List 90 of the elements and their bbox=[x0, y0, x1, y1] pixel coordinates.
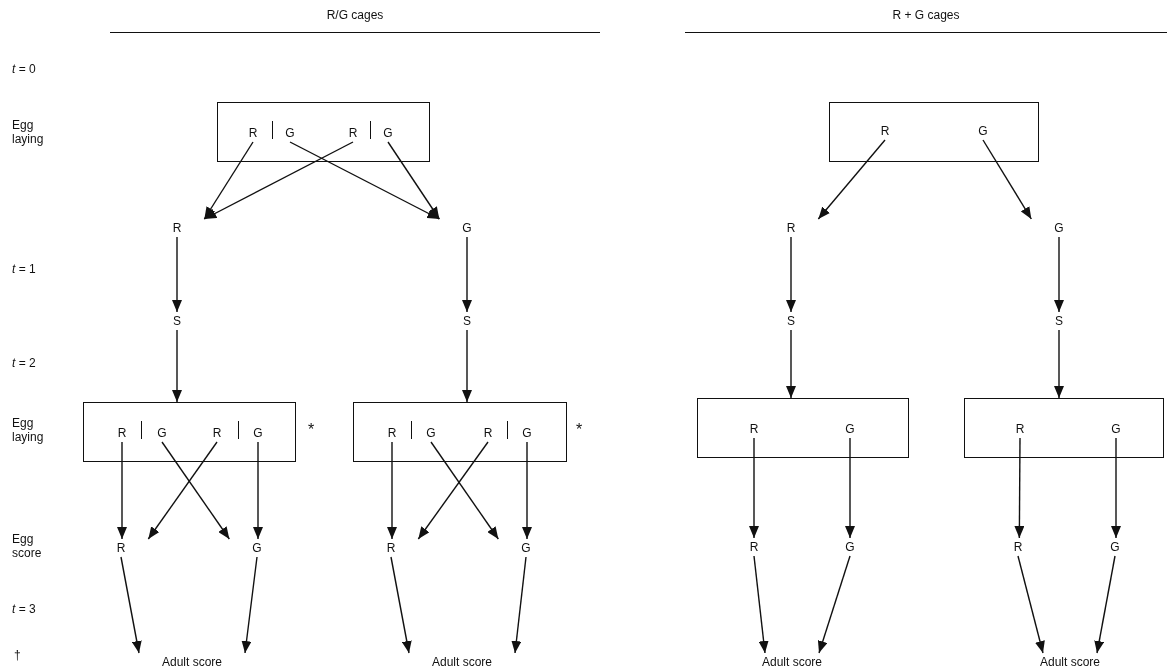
node-label: S bbox=[460, 312, 474, 330]
node-label: G bbox=[1108, 420, 1124, 438]
cage-box bbox=[829, 102, 1039, 162]
arrow bbox=[1014, 437, 1025, 539]
node-label: G bbox=[975, 122, 991, 140]
arrow bbox=[117, 441, 127, 540]
arrow bbox=[511, 556, 527, 654]
node-label: G bbox=[249, 539, 265, 557]
arrow bbox=[203, 141, 254, 220]
arrow bbox=[1094, 555, 1116, 654]
node-label: G bbox=[423, 424, 439, 442]
footnote-mark: * bbox=[306, 421, 316, 439]
node-label: G bbox=[282, 124, 298, 142]
cage-box bbox=[697, 398, 909, 458]
node-label: R bbox=[384, 424, 400, 442]
arrow bbox=[462, 236, 472, 313]
node-label: R bbox=[113, 539, 129, 557]
row-label: t = 0 bbox=[12, 62, 37, 76]
node-label: S bbox=[1052, 312, 1066, 330]
node-label: Adult score bbox=[429, 653, 495, 671]
node-label: R bbox=[877, 122, 893, 140]
node-label: R bbox=[114, 424, 130, 442]
node-label: G bbox=[842, 420, 858, 438]
node-label: R bbox=[746, 538, 762, 556]
row-label: t = 1 bbox=[12, 262, 37, 276]
node-label: Adult score bbox=[159, 653, 225, 671]
node-label: G bbox=[250, 424, 266, 442]
arrow bbox=[462, 329, 472, 403]
arrow bbox=[253, 441, 263, 540]
row-label: t = 2 bbox=[12, 356, 37, 370]
row-label: Egg laying bbox=[12, 416, 45, 444]
arrow bbox=[161, 441, 231, 540]
node-label: Adult score bbox=[1037, 653, 1103, 671]
arrow bbox=[387, 141, 441, 220]
node-label: R bbox=[209, 424, 225, 442]
arrow bbox=[289, 141, 441, 220]
arrow bbox=[786, 236, 796, 313]
row-label: t = 3 bbox=[12, 602, 37, 616]
node-label: R bbox=[245, 124, 261, 142]
node-label: R bbox=[1010, 538, 1026, 556]
node-label: R bbox=[783, 219, 799, 237]
arrow bbox=[172, 329, 182, 403]
arrow bbox=[982, 139, 1033, 220]
node-label: G bbox=[459, 219, 475, 237]
node-label: Adult score bbox=[759, 653, 825, 671]
row-label: Egg score bbox=[12, 532, 43, 560]
arrow bbox=[120, 556, 142, 654]
arrow bbox=[1054, 329, 1064, 399]
node-label: R bbox=[383, 539, 399, 557]
node-label: S bbox=[784, 312, 798, 330]
node-label: R bbox=[169, 219, 185, 237]
cage-box bbox=[964, 398, 1164, 458]
arrow bbox=[817, 555, 851, 654]
arrow bbox=[753, 555, 769, 654]
node-label: G bbox=[1107, 538, 1123, 556]
footnote-mark: * bbox=[574, 421, 584, 439]
column-heading: R + G cages bbox=[685, 8, 1167, 33]
column-heading: R/G cages bbox=[110, 8, 600, 33]
arrow bbox=[172, 236, 182, 313]
node-label: G bbox=[154, 424, 170, 442]
arrow bbox=[203, 141, 354, 220]
arrow bbox=[241, 556, 258, 654]
row-label: † bbox=[14, 648, 22, 662]
arrow bbox=[147, 441, 218, 540]
node-label: R bbox=[746, 420, 762, 438]
node-label: G bbox=[1051, 219, 1067, 237]
arrow bbox=[749, 437, 759, 539]
node-label: S bbox=[170, 312, 184, 330]
node-label: R bbox=[1012, 420, 1028, 438]
row-label: Egg laying bbox=[12, 118, 45, 146]
cage-box bbox=[217, 102, 430, 162]
arrow bbox=[1054, 236, 1064, 313]
node-label: G bbox=[380, 124, 396, 142]
arrow bbox=[390, 556, 412, 654]
node-label: G bbox=[518, 539, 534, 557]
arrow bbox=[1111, 437, 1121, 539]
arrow bbox=[387, 441, 397, 540]
arrow bbox=[417, 441, 489, 540]
arrow bbox=[430, 441, 500, 540]
arrow bbox=[845, 437, 855, 539]
node-label: G bbox=[842, 538, 858, 556]
node-label: G bbox=[519, 424, 535, 442]
arrow bbox=[786, 329, 796, 399]
arrow bbox=[817, 139, 886, 220]
cage-box bbox=[353, 402, 567, 462]
arrow bbox=[522, 441, 532, 540]
arrow bbox=[1017, 555, 1045, 654]
cage-box bbox=[83, 402, 296, 462]
node-label: R bbox=[345, 124, 361, 142]
node-label: R bbox=[480, 424, 496, 442]
